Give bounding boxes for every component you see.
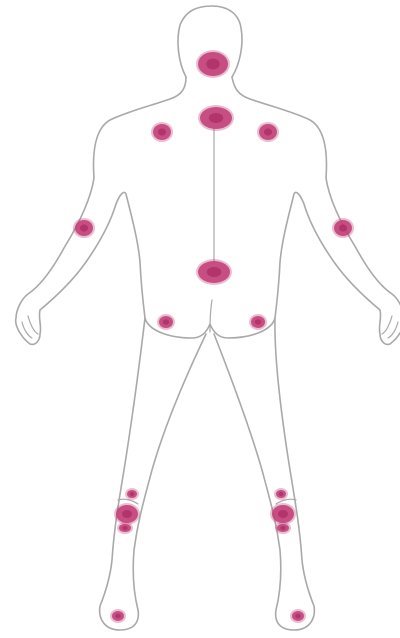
left-hand-detail bbox=[22, 316, 38, 338]
marker-right-shoulder-blade bbox=[257, 122, 279, 142]
marker-right-buttock-core bbox=[255, 319, 261, 324]
right-knee-detail bbox=[276, 499, 296, 504]
marker-lower-neck-core bbox=[209, 113, 223, 123]
marker-right-heel bbox=[290, 609, 306, 623]
marker-right-knee-core bbox=[278, 510, 288, 518]
marker-lower-neck bbox=[198, 105, 234, 131]
marker-right-knee-upper-core bbox=[279, 492, 284, 496]
marker-left-heel-core bbox=[115, 614, 120, 619]
marker-left-buttock bbox=[157, 314, 175, 330]
marker-left-knee bbox=[114, 503, 140, 525]
marker-left-buttock-core bbox=[163, 319, 169, 324]
marker-lower-back-core bbox=[207, 267, 221, 277]
marker-left-shoulder-blade-core bbox=[158, 128, 166, 135]
marker-right-elbow bbox=[332, 218, 354, 238]
marker-right-knee bbox=[270, 503, 296, 525]
marker-right-shoulder-blade-core bbox=[264, 128, 272, 135]
marker-occiput-core bbox=[206, 59, 220, 70]
body-outline bbox=[16, 6, 400, 630]
marker-left-elbow-core bbox=[80, 224, 88, 231]
marker-right-buttock bbox=[249, 314, 267, 330]
marker-left-knee-core bbox=[122, 510, 132, 518]
right-hand-detail bbox=[382, 316, 398, 338]
marker-left-shoulder-blade bbox=[151, 122, 173, 142]
marker-left-knee-lower bbox=[117, 522, 133, 534]
marker-left-elbow bbox=[73, 218, 95, 238]
marker-left-knee-upper-core bbox=[130, 492, 135, 496]
marker-right-heel-core bbox=[295, 614, 300, 619]
marker-right-knee-lower bbox=[275, 522, 291, 534]
marker-left-knee-lower-core bbox=[122, 526, 127, 530]
marker-right-elbow-core bbox=[339, 224, 347, 231]
marker-lower-back bbox=[196, 259, 232, 285]
marker-left-knee-upper bbox=[125, 488, 139, 500]
marker-occiput bbox=[196, 50, 230, 78]
marker-right-knee-upper bbox=[274, 488, 288, 500]
marker-left-heel bbox=[110, 609, 126, 623]
marker-right-knee-lower-core bbox=[280, 526, 285, 530]
legs-outline bbox=[100, 318, 315, 630]
